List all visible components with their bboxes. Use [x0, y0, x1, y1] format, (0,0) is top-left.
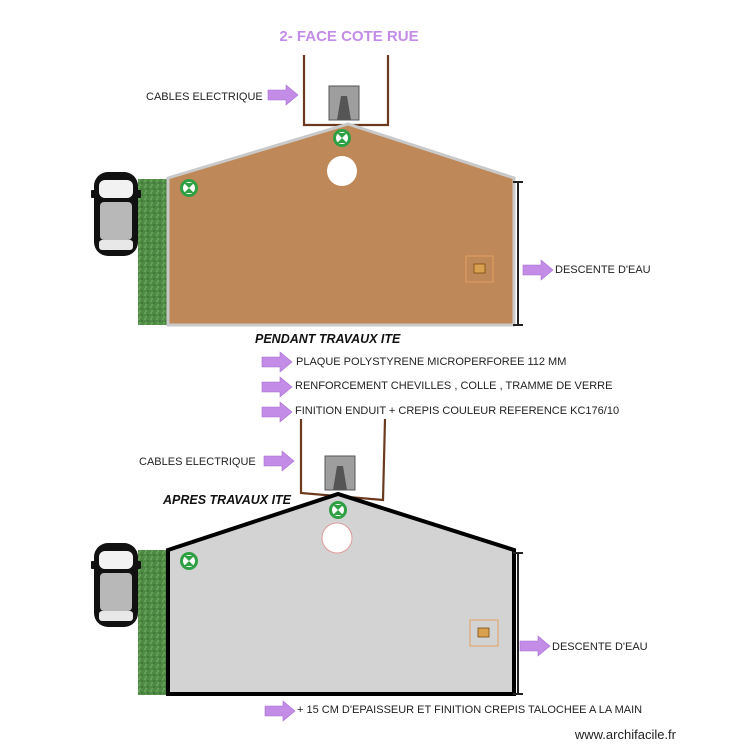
- right-arrow-icon: [263, 450, 295, 472]
- car-icon: [91, 172, 141, 256]
- facade-before: CABLES ELECTRIQUE DESCENTE D'EAU PENDANT…: [91, 55, 651, 346]
- state-label-before: PENDANT TRAVAUX ITE: [255, 332, 401, 346]
- cables-label: CABLES ELECTRIQUE: [139, 456, 256, 468]
- right-arrow-icon: [264, 700, 296, 722]
- junction-box-icon: [469, 619, 499, 647]
- cables-label: CABLES ELECTRIQUE: [146, 91, 263, 103]
- state-label-after: APRES TRAVAUX ITE: [162, 493, 292, 507]
- light-point-icon: [333, 129, 351, 147]
- note-item: PLAQUE POLYSTYRENE MICROPERFOREE 112 MM: [296, 356, 566, 368]
- right-arrow-icon: [261, 376, 293, 398]
- thickness-note: + 15 CM D'EPAISSEUR ET FINITION CREPIS T…: [297, 704, 642, 716]
- works-notes: PLAQUE POLYSTYRENE MICROPERFOREE 112 MM …: [261, 351, 619, 423]
- car-icon: [91, 543, 141, 627]
- downpipe-label: DESCENTE D'EAU: [552, 641, 648, 653]
- light-point-icon: [329, 501, 347, 519]
- light-point-icon: [180, 552, 198, 570]
- light-point-icon: [180, 179, 198, 197]
- downpipe-label: DESCENTE D'EAU: [555, 264, 651, 276]
- facade-after: CABLES ELECTRIQUE APRES TRAVAUX ITE DESC…: [91, 418, 648, 722]
- grass-strip: [138, 179, 168, 325]
- grass-strip: [138, 550, 168, 695]
- right-arrow-icon: [519, 635, 551, 657]
- note-item: RENFORCEMENT CHEVILLES , COLLE , TRAMME …: [295, 380, 612, 392]
- watermark: www.archifacile.fr: [574, 727, 677, 742]
- right-arrow-icon: [267, 84, 299, 106]
- round-window: [321, 522, 353, 554]
- diagram-title: 2- FACE COTE RUE: [279, 28, 418, 45]
- note-item: FINITION ENDUIT + CREPIS COULEUR REFEREN…: [295, 405, 619, 417]
- right-arrow-icon: [261, 401, 293, 423]
- junction-box-icon: [465, 255, 494, 283]
- round-window: [327, 156, 357, 186]
- right-arrow-icon: [522, 259, 554, 281]
- wall-after: [166, 491, 516, 696]
- right-arrow-icon: [261, 351, 293, 373]
- wall-before: [166, 122, 516, 327]
